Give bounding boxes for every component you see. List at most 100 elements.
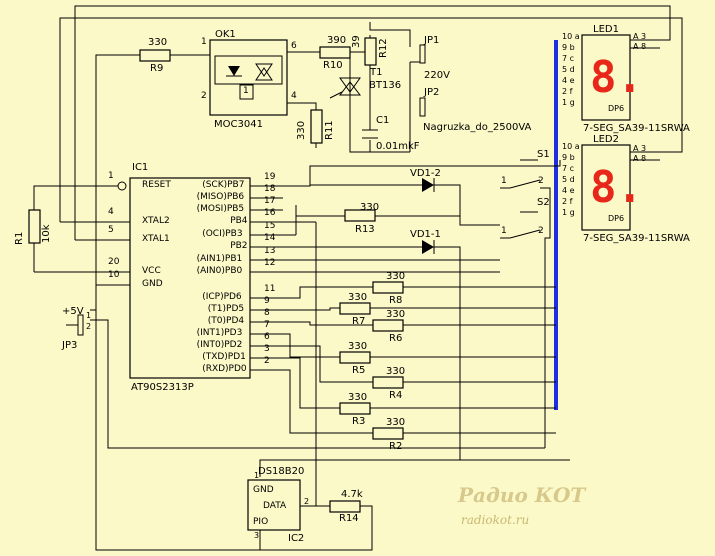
ic1-pin-number: 13 bbox=[264, 246, 276, 256]
led1-common-a1: A 3 bbox=[633, 32, 647, 41]
resistor-bodies bbox=[28, 37, 404, 513]
ic1-pin-number: 12 bbox=[264, 258, 276, 268]
mcu-ic1 bbox=[34, 177, 500, 379]
power-wiring bbox=[33, 165, 570, 551]
r3-value: 330 bbox=[348, 392, 368, 403]
ic1-pin-name: VCC bbox=[142, 266, 161, 276]
ic2-pin-data: DATA bbox=[263, 501, 287, 511]
ic1-pin-name: PB4 bbox=[230, 216, 248, 226]
r4-ref: R4 bbox=[389, 390, 403, 401]
r6-ref: R6 bbox=[389, 333, 403, 344]
led2-common-a2: A 8 bbox=[633, 154, 647, 163]
r2-value: 330 bbox=[386, 417, 406, 428]
ic1-pin-name: (AIN1)PB1 bbox=[196, 254, 243, 264]
ic1-pin-number: 14 bbox=[264, 233, 276, 243]
led-pin-label: 1 g bbox=[562, 98, 575, 107]
ic1-pin-name: (T1)PD5 bbox=[207, 304, 245, 314]
ic1-pin-name: XTAL1 bbox=[142, 234, 170, 244]
led1-dp: DP6 bbox=[608, 104, 625, 113]
c1-ref: C1 bbox=[376, 115, 390, 126]
led-pin-label: 10 a bbox=[562, 32, 580, 41]
ic1-pin-number: 8 bbox=[264, 308, 270, 318]
jumpers bbox=[410, 44, 426, 117]
watermark-url: radiokot.ru bbox=[461, 513, 530, 527]
ic1-pin-name: (AIN0)PB0 bbox=[196, 266, 243, 276]
ic1-pin-name: (T0)PD4 bbox=[207, 316, 245, 326]
r9-ref: R9 bbox=[150, 63, 164, 74]
ic1-part: AT90S2313P bbox=[131, 382, 194, 393]
led-pin-label: 4 e bbox=[562, 76, 575, 85]
r2-ref: R2 bbox=[389, 441, 403, 452]
ic2-pin-gnd: GND bbox=[253, 485, 274, 495]
led2-common-a1: A 3 bbox=[633, 144, 647, 153]
led-common-wiring bbox=[630, 39, 660, 161]
ic1-pin-name: (MISO)PB6 bbox=[196, 192, 245, 202]
ic1-pin-name: (INT0)PD2 bbox=[196, 340, 243, 350]
r11-value: 330 bbox=[296, 120, 307, 140]
ok1-pin1: 1 bbox=[201, 37, 207, 47]
r8-value: 330 bbox=[386, 271, 406, 282]
ok1-pin6: 6 bbox=[291, 41, 297, 51]
ic1-pin-name: (ICP)PD6 bbox=[202, 292, 242, 302]
r8-ref: R8 bbox=[389, 295, 403, 306]
led-pin-label: 7 c bbox=[562, 54, 575, 63]
led-display-2 bbox=[581, 144, 631, 231]
ic1-pin-number: 15 bbox=[264, 221, 276, 231]
ic1-pin-number: 17 bbox=[264, 196, 276, 206]
r7-value: 330 bbox=[348, 292, 368, 303]
ic2-part: DS18B20 bbox=[258, 466, 305, 477]
led2-dp: DP6 bbox=[608, 214, 625, 223]
diode-vd11-label: VD1-1 bbox=[410, 229, 441, 240]
ic1-pin-number: 6 bbox=[264, 332, 270, 342]
ic1-pin-number: 4 bbox=[108, 207, 114, 217]
ic1-pin-number: 16 bbox=[264, 208, 276, 218]
ic1-pin-number: 19 bbox=[264, 172, 276, 182]
r3-ref: R3 bbox=[352, 416, 366, 427]
ic1-pin-number: 10 bbox=[108, 270, 120, 280]
ic1-pin-number: 9 bbox=[264, 296, 270, 306]
display-wiring bbox=[280, 286, 556, 434]
r7-ref: R7 bbox=[352, 316, 366, 327]
s2-pin2: 2 bbox=[538, 226, 544, 236]
ic1-pin-name: (MOSI)PB5 bbox=[196, 204, 245, 214]
ic1-pin-number: 3 bbox=[264, 344, 270, 354]
jp3-pin1: 1 bbox=[86, 311, 92, 320]
ic1-pin-name: XTAL2 bbox=[142, 216, 170, 226]
r12-ref: R12 bbox=[378, 38, 389, 58]
sensor-ic2 bbox=[247, 479, 301, 531]
ic2-num2: 2 bbox=[304, 497, 310, 506]
ic1-pin-name: PB2 bbox=[230, 241, 248, 251]
r5-ref: R5 bbox=[352, 365, 366, 376]
ic1-pin-name: (SCK)PB7 bbox=[202, 180, 245, 190]
r13-value: 330 bbox=[360, 202, 380, 213]
r13-ref: R13 bbox=[355, 224, 375, 235]
switch-s2-label: S2 bbox=[537, 197, 550, 208]
diode-vd12-label: VD1-2 bbox=[410, 168, 441, 179]
led1-ref: LED1 bbox=[593, 24, 619, 35]
r14-ref: R14 bbox=[339, 513, 359, 524]
triac-part: BT136 bbox=[369, 80, 402, 91]
led-pin-label: 2 f bbox=[562, 87, 573, 96]
r10-value: 390 bbox=[327, 35, 347, 46]
led1-digit: 8. bbox=[590, 52, 643, 103]
led-pin-label: 5 d bbox=[562, 175, 575, 184]
led-pin-label: 9 b bbox=[562, 43, 575, 52]
ok1-inner-label: 1 bbox=[243, 86, 249, 96]
led-pin-label: 1 g bbox=[562, 208, 575, 217]
jumper-jp3 bbox=[66, 314, 84, 336]
ok1-ref: OK1 bbox=[215, 29, 236, 40]
jp3-label: +5V bbox=[62, 306, 84, 317]
jp3-ref: JP3 bbox=[62, 340, 78, 351]
led1-common-a2: A 8 bbox=[633, 42, 647, 51]
led-pin-label: 9 b bbox=[562, 153, 575, 162]
ic2-ref: IC2 bbox=[288, 533, 305, 544]
led-pin-label: 2 f bbox=[562, 197, 573, 206]
ic1-pin-number: 11 bbox=[264, 284, 276, 294]
ic1-pin-name: (TXD)PD1 bbox=[202, 352, 246, 362]
jp1-label: 220V bbox=[424, 70, 450, 81]
r6-value: 330 bbox=[386, 309, 406, 320]
c1-value: 0.01mkF bbox=[376, 141, 420, 152]
ic1-ref: IC1 bbox=[132, 162, 149, 173]
watermark-logo: Радио КОТ bbox=[458, 483, 586, 507]
